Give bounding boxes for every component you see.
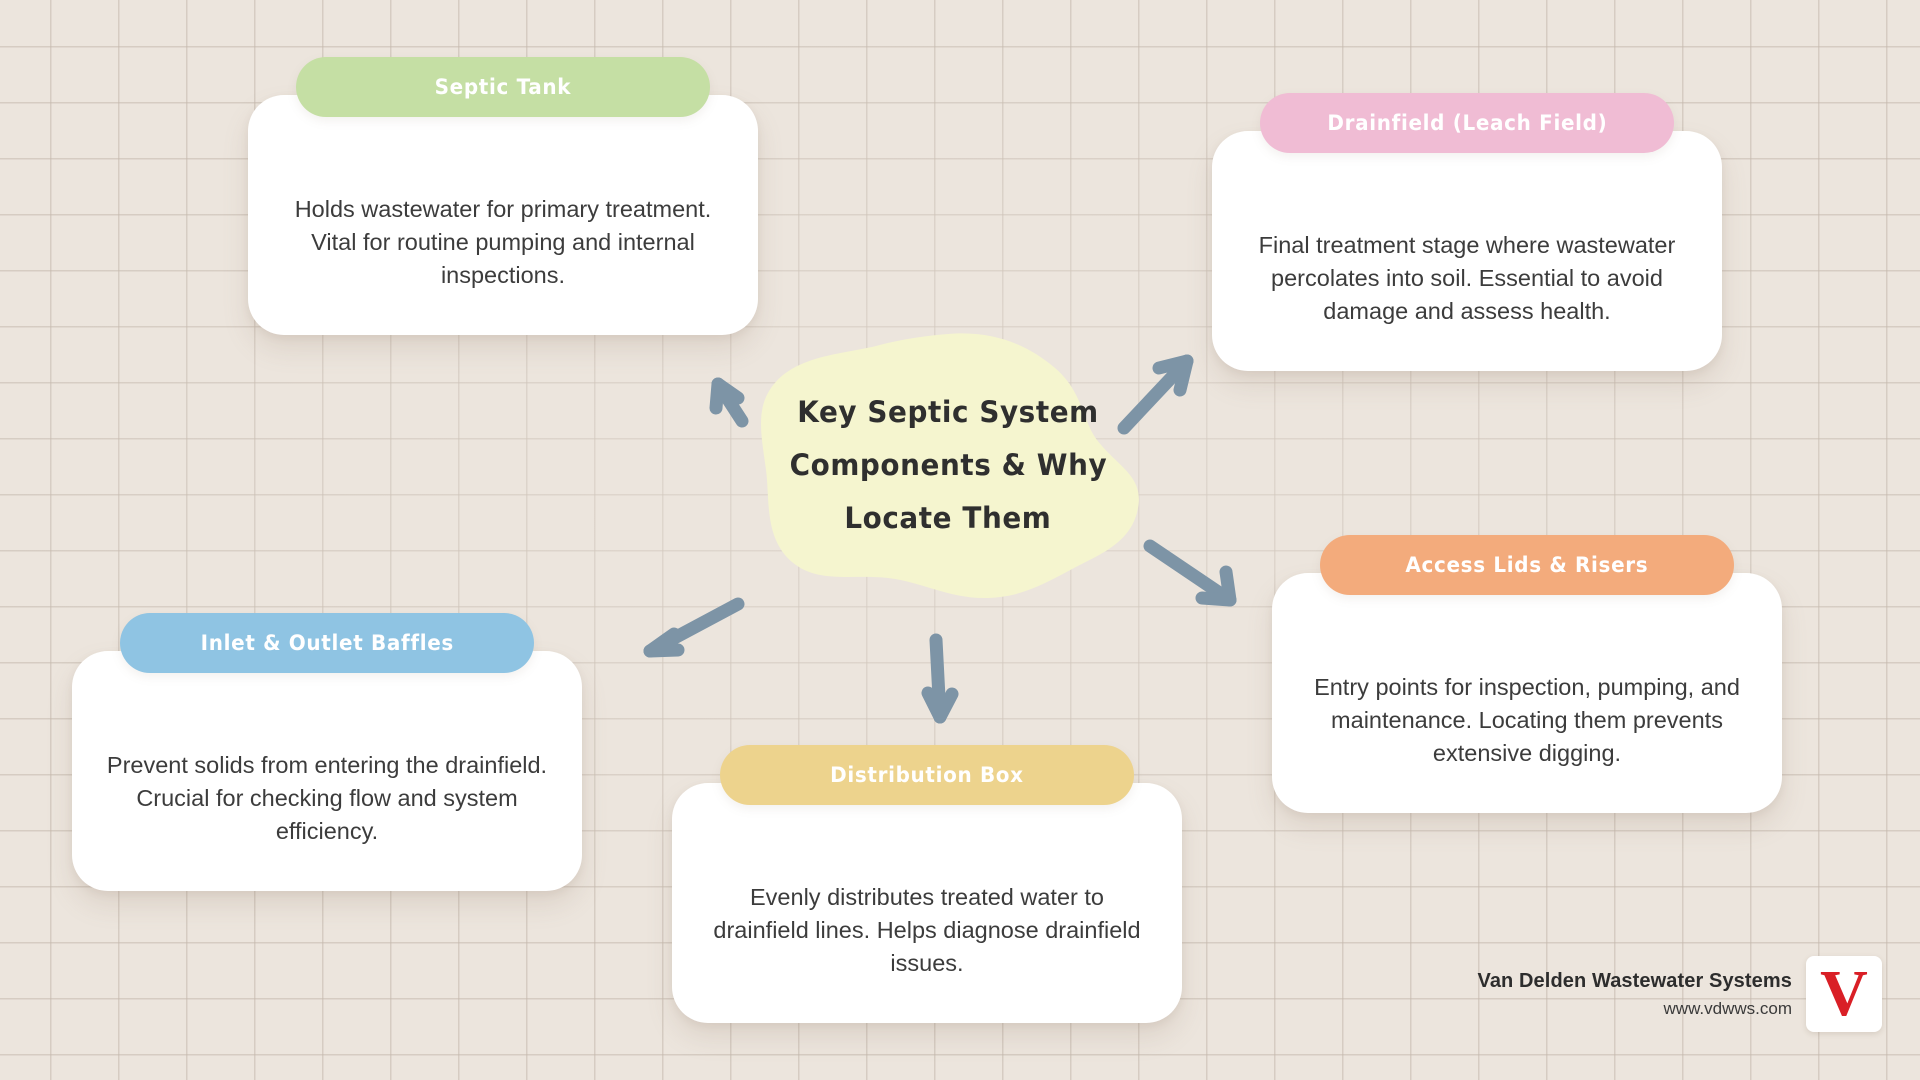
center-blob-shape <box>761 333 1139 598</box>
brand-company-name: Van Delden Wastewater Systems <box>1477 969 1792 992</box>
central-topic-text: Key Septic System Components & Why Locat… <box>752 330 1144 600</box>
card-access-lids-title: Access Lids & Risers <box>1405 553 1649 577</box>
card-access-lids-header[interactable]: Access Lids & Risers <box>1320 535 1734 595</box>
arrow-to-baffles-icon <box>643 597 745 658</box>
card-baffles-title: Inlet & Outlet Baffles <box>200 631 454 655</box>
central-title-line-1: Key Septic System <box>797 395 1099 429</box>
card-drainfield-title: Drainfield (Leach Field) <box>1326 111 1608 135</box>
card-septic-tank-title: Septic Tank <box>434 75 572 99</box>
card-baffles-header[interactable]: Inlet & Outlet Baffles <box>120 613 534 673</box>
card-baffles-description: Prevent solids from entering the drainfi… <box>106 752 548 844</box>
central-title-line-3: Locate Them <box>844 501 1052 535</box>
card-baffles-body: Prevent solids from entering the drainfi… <box>72 651 582 891</box>
card-drainfield-description: Final treatment stage where wastewater p… <box>1258 232 1676 324</box>
card-distribution-box-header[interactable]: Distribution Box <box>720 745 1134 805</box>
brand-footer: Van Delden Wastewater Systems www.vdwws.… <box>1477 956 1882 1032</box>
card-distribution-box-description: Evenly distributes treated water to drai… <box>713 884 1141 976</box>
card-access-lids-body: Entry points for inspection, pumping, an… <box>1272 573 1782 813</box>
arrow-to-septic-tank-icon <box>709 377 749 428</box>
card-drainfield-header[interactable]: Drainfield (Leach Field) <box>1260 93 1674 153</box>
card-septic-tank-header[interactable]: Septic Tank <box>296 57 710 117</box>
brand-logo: V <box>1806 956 1882 1032</box>
brand-website-url[interactable]: www.vdwws.com <box>1663 998 1792 1018</box>
brand-logo-letter-v: V <box>1820 956 1868 1030</box>
arrow-to-distribution-box-icon <box>921 633 959 724</box>
card-septic-tank-body: Holds wastewater for primary treatment. … <box>248 95 758 335</box>
card-access-lids-description: Entry points for inspection, pumping, an… <box>1314 674 1740 766</box>
card-distribution-box-body: Evenly distributes treated water to drai… <box>672 783 1182 1023</box>
card-septic-tank-description: Holds wastewater for primary treatment. … <box>294 196 712 288</box>
card-distribution-box-title: Distribution Box <box>830 763 1024 787</box>
central-topic-node[interactable]: Key Septic System Components & Why Locat… <box>752 330 1144 600</box>
central-title-line-2: Components & Why <box>789 448 1107 482</box>
arrow-to-access-lids-icon <box>1143 539 1237 607</box>
card-drainfield-body: Final treatment stage where wastewater p… <box>1212 131 1722 371</box>
brand-text-block: Van Delden Wastewater Systems www.vdwws.… <box>1477 970 1792 1019</box>
